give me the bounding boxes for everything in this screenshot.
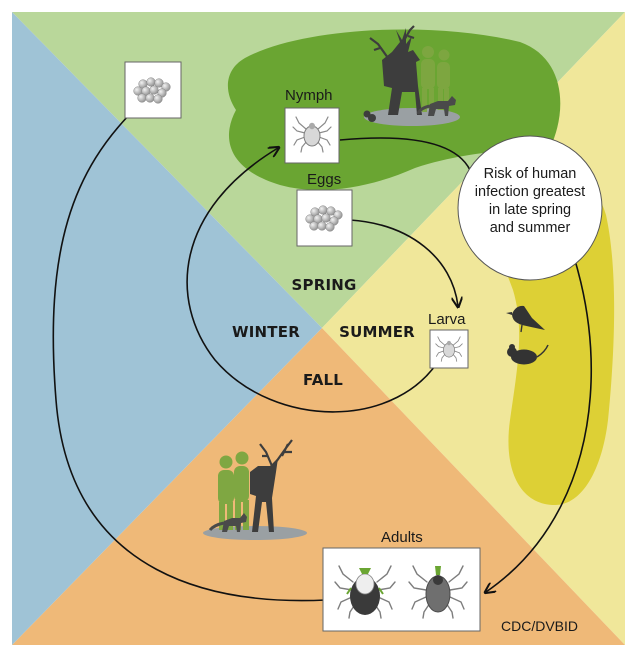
- risk-callout-circle: [457, 135, 603, 281]
- tick-icon: [334, 565, 396, 619]
- risk-line-2: infection greatest: [475, 184, 585, 200]
- eggs-box: [296, 189, 353, 247]
- adults-to-eggs-arrow: [52, 106, 327, 602]
- deer-icon: [250, 439, 293, 532]
- risk-line-1: Risk of human: [484, 166, 577, 182]
- credit-label: CDC/DVBID: [501, 618, 578, 634]
- eggs-label: Eggs: [307, 171, 341, 188]
- mouse-icon: [507, 344, 549, 365]
- rock-icon: [364, 108, 460, 126]
- adults-box: [322, 547, 481, 632]
- human-icon: [421, 46, 450, 112]
- nymph-label: Nymph: [285, 87, 333, 104]
- season-label-fall: FALL: [303, 371, 343, 389]
- bird-icon: [506, 305, 545, 333]
- nymph-to-risk-connector: [339, 137, 471, 171]
- squirrel-icon: [363, 110, 376, 122]
- deer-icon: [369, 25, 422, 115]
- eggs-to-larva-arrow: [349, 219, 458, 306]
- larva-to-nymph-arrow: [186, 148, 443, 413]
- nymph-box: [284, 107, 340, 164]
- winter-eggs-box: [124, 61, 182, 119]
- risk-line-3: in late spring: [489, 202, 571, 218]
- fox-icon: [416, 96, 456, 116]
- larva-box: [429, 329, 469, 369]
- season-label-summer: SUMMER: [339, 323, 415, 341]
- fox-icon: [208, 513, 247, 532]
- larva-label: Larva: [428, 311, 466, 328]
- human-icon: [218, 451, 249, 530]
- tick-icon: [408, 565, 468, 619]
- risk-line-4: and summer: [490, 220, 571, 236]
- season-label-spring: SPRING: [292, 276, 357, 294]
- season-label-winter: WINTER: [232, 323, 300, 341]
- adults-label: Adults: [381, 529, 423, 546]
